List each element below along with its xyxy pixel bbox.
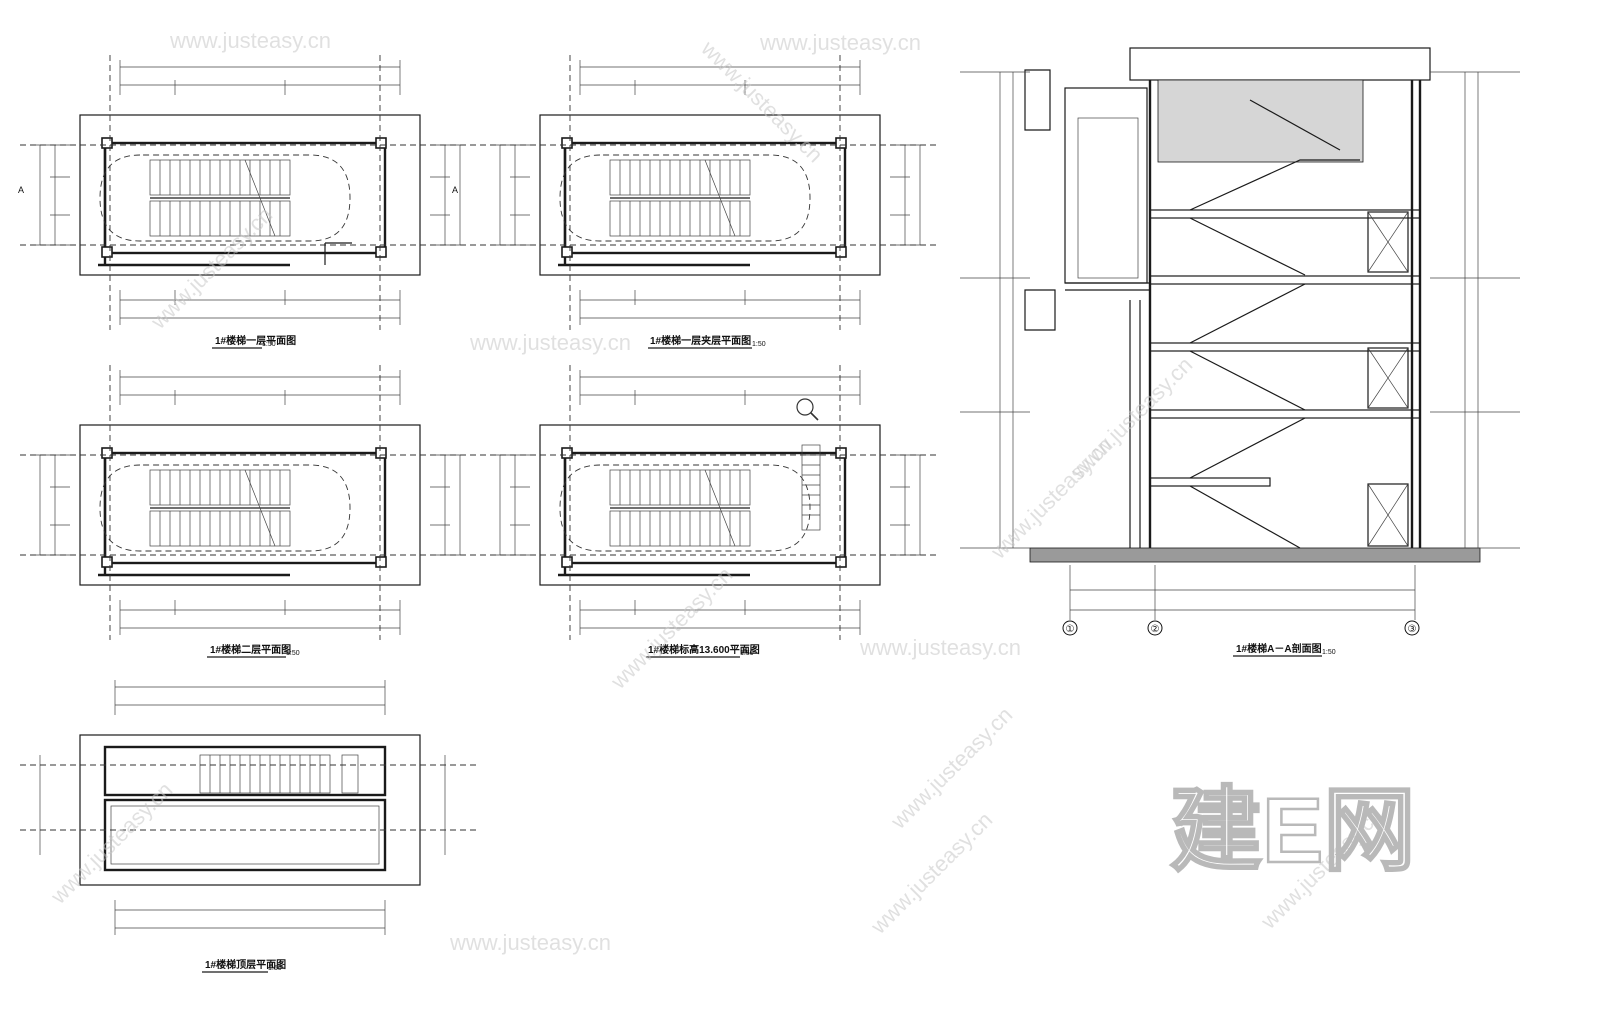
plan-1-scale: 1:50: [262, 341, 276, 348]
plan-1-drawing: A A: [18, 53, 482, 332]
section-title-text: 1#楼梯A－A剖面图: [1236, 642, 1322, 655]
plan-2-title: 1#楼梯一层夹层平面图 1:50: [648, 334, 766, 349]
section-drawing: [960, 47, 1520, 636]
plan-3-title-text: 1#楼梯二层平面图: [210, 643, 291, 656]
plan-2-scale: 1:50: [752, 341, 766, 348]
plan-4-title: 1#楼梯标高13.600平面图 1:50: [646, 643, 760, 658]
plan-5-title: 1#楼梯顶层平面图 1:50: [202, 958, 286, 973]
section-scale: 1:50: [1322, 649, 1336, 656]
plan-2-title-text: 1#楼梯一层夹层平面图: [650, 334, 751, 347]
section-title: 1#楼梯A－A剖面图 1:50: [1233, 642, 1336, 657]
watermark-text: www.justeasy.cn: [449, 930, 611, 955]
plan-3-scale: 1:50: [286, 650, 300, 657]
watermark-text: www.justeasy.cn: [759, 30, 921, 55]
svg-text:A: A: [18, 185, 24, 195]
plan-1-title-text: 1#楼梯一层平面图: [215, 334, 296, 347]
watermark-text: www.justeasy.cn: [45, 777, 177, 909]
plan-4-drawing: [478, 363, 942, 642]
watermark-text: www.justeasy.cn: [469, 330, 631, 355]
svg-text:A: A: [452, 185, 458, 195]
watermark-text: www.justeasy.cn: [865, 807, 997, 939]
axis-label-2: ②: [1151, 624, 1160, 635]
plan-5-drawing: [20, 680, 480, 935]
plan-1-title: 1#楼梯一层平面图 1:50: [212, 334, 296, 349]
watermark-text: www.justeasy.cn: [859, 635, 1021, 660]
axis-label-1: ①: [1066, 624, 1075, 635]
watermark-logo: 建E网: [1170, 780, 1415, 882]
plan-5-scale: 1:50: [268, 965, 282, 972]
watermark-text: www.justeasy.cn: [885, 702, 1017, 834]
watermark-text: www.justeasy.cn: [145, 202, 277, 334]
plan-3-title: 1#楼梯二层平面图 1:50: [207, 643, 300, 658]
plan-5-title-text: 1#楼梯顶层平面图: [205, 958, 286, 971]
plan-2-drawing: [478, 53, 942, 332]
watermark-text: www.justeasy.cn: [169, 28, 331, 53]
plan-3-drawing: [18, 363, 482, 642]
axis-label-3: ③: [1408, 624, 1417, 635]
plan-4-title-text: 1#楼梯标高13.600平面图: [648, 643, 760, 656]
plan-4-scale: 1:50: [740, 650, 754, 657]
